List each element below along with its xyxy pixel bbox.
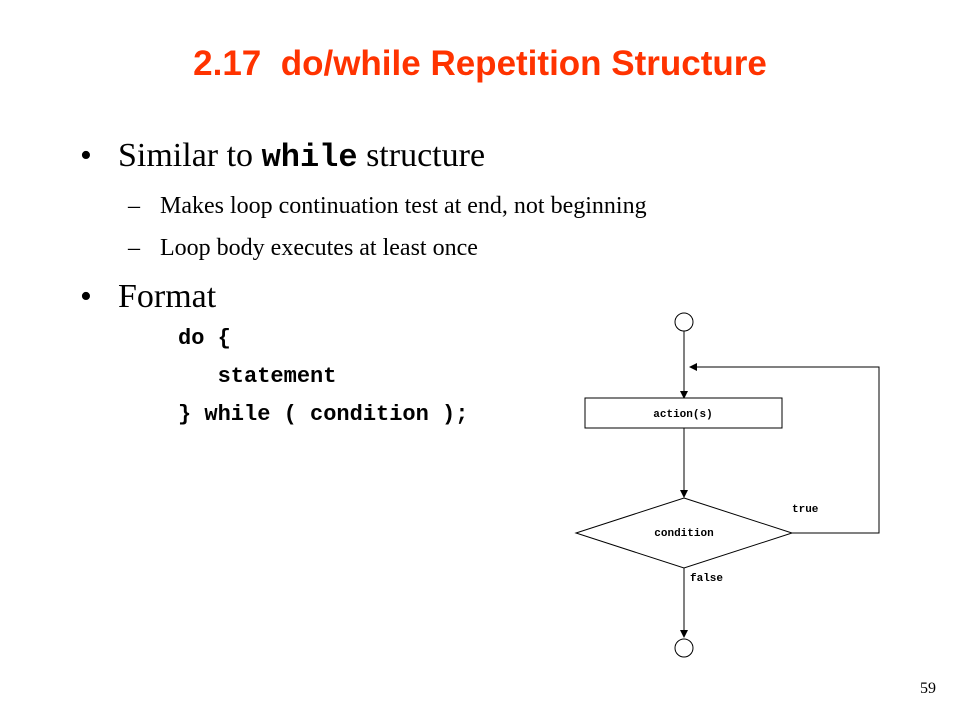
code-line-while: } while ( condition ); [178, 402, 469, 427]
page-number: 59 [920, 680, 936, 697]
start-node [674, 312, 694, 332]
sub-text: Makes loop continuation test at end, not… [160, 193, 647, 219]
code-line-statement: statement [178, 364, 337, 389]
sub-marker: – [128, 193, 140, 219]
bullet-suffix: structure [357, 137, 486, 174]
end-node [674, 638, 694, 658]
code-line-do: do { [178, 326, 231, 351]
condition-label: condition [654, 528, 713, 540]
action-box [584, 397, 783, 429]
bullet-format: • Format [80, 277, 216, 317]
slide-title: 2.17 do/while Repetition Structure [0, 44, 960, 84]
action-label: action(s) [653, 409, 712, 421]
sub-text: Loop body executes at least once [160, 235, 478, 261]
bullet-keyword: while [261, 139, 358, 176]
bullet-similar: • Similar to while structure [80, 136, 485, 178]
bullet-text: Format [118, 278, 217, 315]
sub-marker: – [128, 235, 140, 261]
bullet-marker: • [80, 137, 92, 174]
false-label: false [690, 573, 723, 585]
sub-item-continuation-test: –Makes loop continuation test at end, no… [128, 191, 647, 221]
bullet-marker: • [80, 278, 92, 315]
sub-item-executes-once: –Loop body executes at least once [128, 233, 478, 263]
bullet-prefix: Similar to [118, 137, 262, 174]
title-number: 2.17 [193, 44, 262, 83]
title-text: do/while Repetition Structure [280, 44, 767, 83]
true-label: true [792, 504, 819, 516]
true-loop-back-arrow [689, 363, 880, 534]
